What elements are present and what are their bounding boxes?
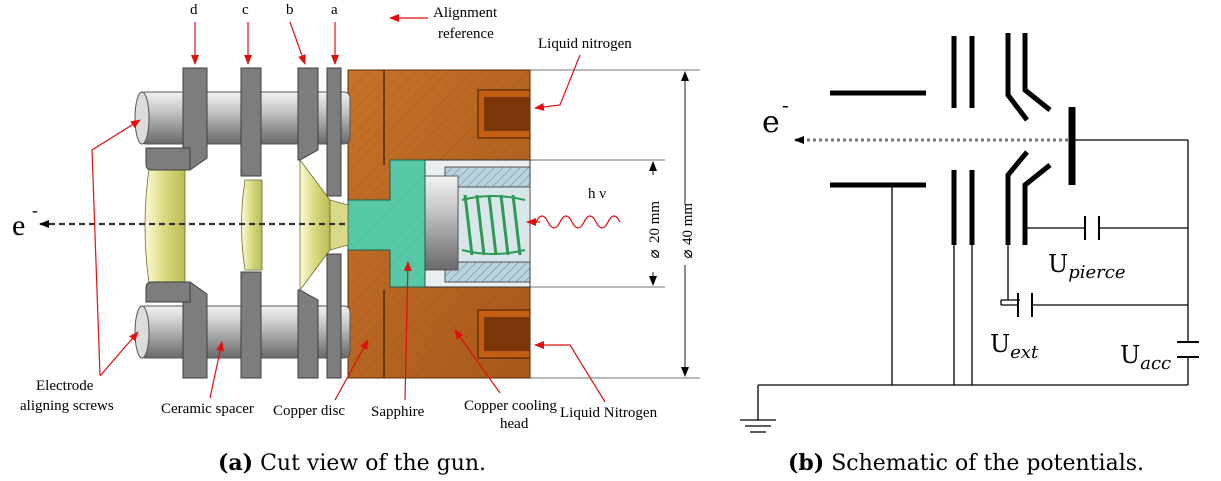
- electrode-labels: d c b a: [190, 2, 339, 65]
- electrode-label-b: b: [286, 2, 294, 18]
- photon-label: h ν: [588, 186, 606, 202]
- electrode-label-c: c: [242, 2, 249, 18]
- electrode-label-d: d: [190, 2, 198, 18]
- u-ext-label: Uext: [990, 330, 1039, 363]
- caption-b: (b) Schematic of the potentials.: [788, 450, 1144, 476]
- electron-label: e: [12, 209, 25, 242]
- schematic-electron-sup: -: [782, 93, 789, 117]
- caption-a-tag: (a): [218, 450, 253, 476]
- caption-a: (a) Cut view of the gun.: [218, 450, 486, 476]
- dim-20mm-diameter: ⌀: [647, 249, 663, 258]
- dim-40mm-diameter: ⌀: [680, 249, 696, 258]
- cooling-head-label-line1: Copper cooling: [464, 398, 557, 414]
- caption-b-text: Schematic of the potentials.: [824, 451, 1144, 476]
- u-pierce-label: Upierce: [1048, 250, 1126, 283]
- electron-sup: -: [32, 200, 38, 220]
- screws-label-line1: Electrode: [36, 378, 94, 394]
- dim-20mm-label: 20 mm: [647, 201, 663, 243]
- electrode-label-a: a: [331, 2, 338, 18]
- copper-cooling-body: [347, 69, 531, 379]
- copper-disc-label: Copper disc: [273, 403, 345, 419]
- dim-40mm-label: 40 mm: [680, 203, 696, 245]
- panel-a-cut-view: e - d c b a Alignment reference Liquid n…: [12, 2, 700, 476]
- screws-label-line2: aligning screws: [20, 398, 114, 414]
- liquid-nitrogen-top-label: Liquid nitrogen: [538, 36, 632, 52]
- panel-b-schematic: [740, 33, 1199, 433]
- ceramic-spacer-label: Ceramic spacer: [161, 401, 254, 417]
- electrode-cones: [144, 158, 349, 292]
- cooling-head-label-line2: head: [500, 416, 529, 432]
- alignment-reference-label-line2: reference: [438, 26, 494, 42]
- liquid-nitrogen-bottom-label: Liquid Nitrogen: [560, 405, 658, 421]
- electrode-plates: [145, 67, 342, 379]
- schematic-electron-label: e: [762, 105, 780, 140]
- caption-a-text: Cut view of the gun.: [253, 451, 486, 476]
- u-acc-label: Uacc: [1120, 341, 1171, 374]
- sapphire-label: Sapphire: [371, 404, 425, 420]
- alignment-reference-label-line1: Alignment: [433, 5, 498, 21]
- caption-b-tag: (b): [788, 450, 824, 476]
- ground-symbol: [740, 419, 776, 433]
